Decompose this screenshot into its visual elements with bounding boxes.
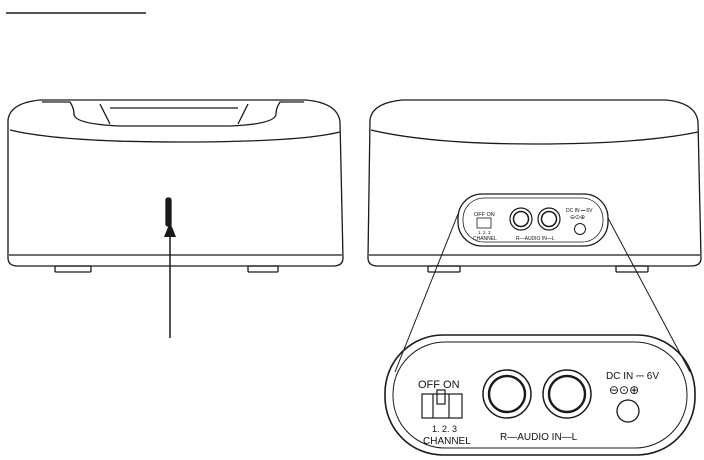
front-shoulder-line (10, 130, 340, 142)
small-connector-panel: OFF ON 1. 2. 3 CHANNEL R—AUDIO IN—L DC I… (458, 194, 608, 246)
small-switch-numbers: 1. 2. 3 (478, 230, 491, 235)
large-switch-top-label: OFF ON (418, 379, 460, 391)
small-switch-caption: CHANNEL (473, 236, 497, 242)
small-dip-switch (477, 218, 491, 228)
front-body-outline (8, 100, 343, 266)
small-polarity-symbol: ⊖⊙⊕ (570, 215, 585, 221)
small-switch-top-label: OFF ON (474, 212, 495, 218)
front-view-unit (8, 100, 343, 272)
large-audio-label: R—AUDIO IN—L (500, 432, 578, 443)
large-audio-jack-left (543, 370, 591, 418)
back-foot-left (428, 266, 460, 272)
large-audio-jack-left-inner (549, 376, 585, 412)
zoom-line-right (608, 218, 690, 372)
small-dc-jack (575, 224, 586, 235)
front-cradle-inner (100, 104, 248, 124)
large-dip-switch (422, 390, 462, 418)
front-indicator-slot (166, 198, 171, 226)
small-audio-jack-left-inner (542, 212, 557, 227)
large-dc-label: DC IN ⎓ 6V (606, 371, 659, 382)
large-audio-jack-right (483, 370, 531, 418)
small-audio-label: R—AUDIO IN—L (516, 236, 555, 242)
small-dc-label: DC IN ⎓ 6V (566, 208, 593, 214)
back-shoulder-line (371, 130, 698, 144)
large-switch-numbers: 1. 2. 3 (432, 424, 457, 434)
large-connector-panel: OFF ON 1. 2. 3 CHANNEL R—AUDIO IN—L DC I… (385, 335, 695, 455)
large-audio-jack-right-inner (489, 376, 525, 412)
front-foot-left (55, 266, 91, 272)
small-audio-jack-right-inner (514, 212, 529, 227)
front-foot-right (248, 266, 278, 272)
indicator-arrow (164, 222, 176, 338)
large-switch-caption: CHANNEL (423, 436, 471, 447)
large-polarity-symbol: ⊖⊙⊕ (609, 383, 639, 397)
front-cradle-opening (42, 102, 304, 126)
zoom-line-left (395, 214, 458, 372)
large-dc-jack (617, 400, 639, 422)
back-foot-right (616, 266, 648, 272)
